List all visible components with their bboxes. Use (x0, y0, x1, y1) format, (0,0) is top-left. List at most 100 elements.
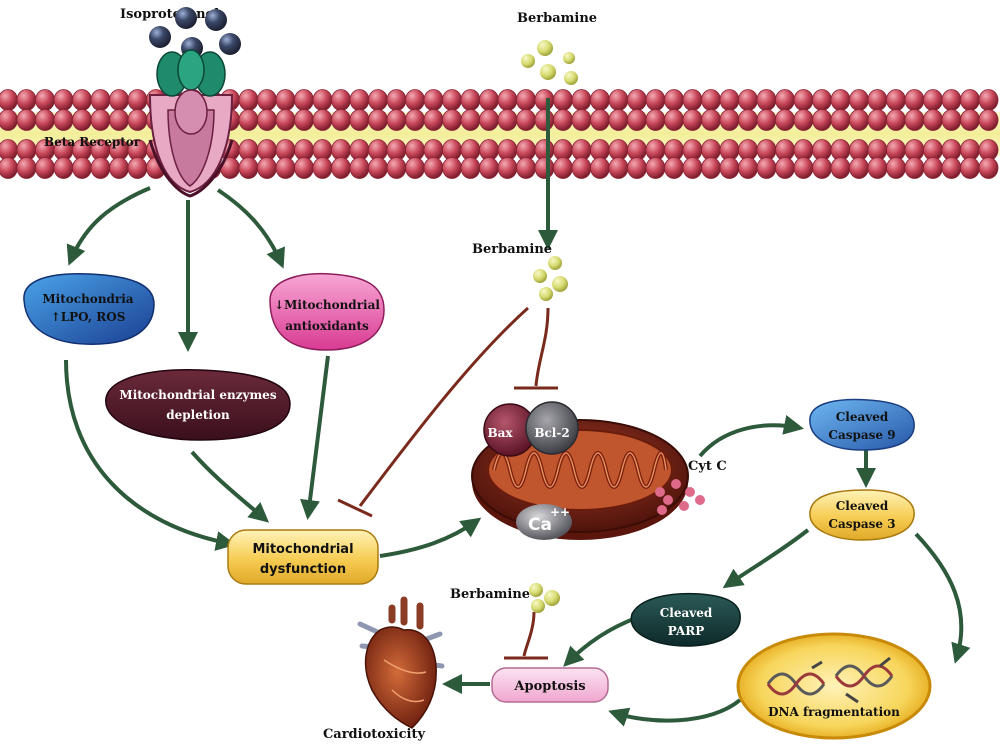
berbamine-top-label: Berbamine (517, 11, 597, 26)
berbamine-molecules-low (529, 583, 560, 613)
arrow-parp-to-apoptosis (563, 616, 637, 667)
arrow-antioxidants-to-dysfunction (300, 355, 330, 520)
membrane-head-bead (756, 89, 777, 111)
membrane-head-bead (349, 109, 370, 131)
membrane-head-bead (553, 89, 573, 111)
arrow-caspase3-to-parp (722, 528, 810, 589)
bax-label: Bax (487, 426, 513, 440)
membrane-head-bead (423, 89, 444, 111)
membrane-head-bead (645, 89, 666, 111)
membrane-head-bead (460, 89, 481, 111)
membrane-head-bead (627, 157, 647, 179)
membrane-head-bead (627, 109, 647, 131)
activation-arrows (64, 98, 971, 727)
membrane-head-bead (664, 109, 684, 131)
membrane-head-bead (423, 109, 444, 131)
membrane-head-bead (516, 89, 536, 111)
membrane-head-bead (0, 157, 18, 179)
berbamine-molecule-icon (521, 54, 535, 68)
membrane-head-bead (368, 89, 388, 111)
berbamine-mid-label: Berbamine (472, 242, 552, 257)
membrane-head-bead (978, 157, 999, 179)
svg-text:DNA fragmentation: DNA fragmentation (768, 705, 900, 719)
membrane-head-bead (701, 109, 721, 131)
membrane-head-bead (701, 157, 721, 179)
inhibit-line-dysfunction (358, 306, 530, 507)
membrane-head-bead (571, 109, 592, 131)
berbamine-molecule-icon (548, 256, 562, 270)
membrane-head-bead (553, 157, 573, 179)
membrane-head-bead (497, 89, 518, 111)
isoproterenol-molecule-icon (175, 7, 197, 29)
membrane-head-bead (53, 157, 74, 179)
membrane-head-bead (960, 109, 980, 131)
berbamine-molecule-icon (563, 52, 575, 64)
membrane-head-bead (812, 89, 832, 111)
membrane-head-bead (534, 89, 555, 111)
membrane-head-bead (109, 89, 129, 111)
membrane-head-bead (886, 89, 906, 111)
membrane-head-bead (405, 109, 425, 131)
berbamine-molecule-icon (564, 71, 578, 85)
membrane-head-bead (238, 89, 259, 111)
membrane-head-bead (442, 109, 462, 131)
membrane-head-bead (53, 89, 74, 111)
membrane-head-bead (442, 89, 462, 111)
berbamine-molecules-top (521, 40, 578, 85)
arrow-receptor-to-antioxidants (216, 188, 285, 269)
calcium-charge-label: ++ (550, 505, 570, 519)
membrane-head-bead (16, 109, 37, 131)
membrane-head-bead (534, 157, 555, 179)
berbamine-molecule-icon (537, 40, 553, 56)
membrane-head-bead (553, 109, 573, 131)
membrane-head-bead (590, 89, 610, 111)
membrane-head-bead (386, 89, 407, 111)
membrane-head-bead (349, 89, 370, 111)
membrane-head-bead (978, 109, 999, 131)
membrane-head-bead (460, 157, 481, 179)
berbamine-molecule-icon (529, 583, 543, 597)
bcl2-icon (525, 401, 579, 455)
membrane-head-bead (830, 89, 851, 111)
membrane-head-bead (590, 157, 610, 179)
berbamine-molecule-icon (539, 287, 553, 301)
membrane-head-bead (405, 157, 425, 179)
membrane-head-bead (978, 89, 999, 111)
svg-text:Cleaved: Cleaved (660, 606, 713, 620)
isoproterenol-molecule-icon (219, 33, 241, 55)
isoproterenol-label: Isoproterenol (120, 7, 219, 22)
node-dna-fragmentation: DNA fragmentation (736, 632, 932, 740)
membrane-head-bead (109, 109, 129, 131)
node-mitochondrial-dysfunction: Mitochondrial dysfunction (227, 529, 379, 585)
cyt-c-label: Cyt C (688, 459, 727, 474)
svg-text:↓Mitochondrial: ↓Mitochondrial (274, 298, 380, 312)
membrane-head-bead (349, 157, 370, 179)
membrane-head-bead (331, 109, 351, 131)
heart-icon (357, 596, 445, 729)
svg-text:Caspase 9: Caspase 9 (828, 428, 895, 442)
cardiotoxicity-label: Cardiotoxicity (323, 727, 426, 742)
membrane-head-bead (830, 109, 851, 131)
membrane-head-bead (275, 89, 296, 111)
cytochrome-c-molecules (655, 479, 705, 515)
membrane-head-bead (645, 109, 666, 131)
membrane-head-bead (923, 89, 943, 111)
membrane-head-bead (608, 89, 629, 111)
membrane-head-bead (479, 89, 499, 111)
membrane-head-bead (479, 109, 499, 131)
membrane-head-bead (960, 89, 980, 111)
membrane-head-bead (923, 157, 943, 179)
membrane-head-bead (682, 89, 703, 111)
membrane-head-bead (405, 89, 425, 111)
membrane-head-bead (867, 109, 888, 131)
membrane-head-bead (35, 89, 55, 111)
membrane-head-bead (331, 157, 351, 179)
node-cleaved-parp: Cleaved PARP (630, 592, 741, 647)
membrane-head-bead (479, 157, 499, 179)
membrane-head-bead (72, 109, 92, 131)
inhibit-line-bax (534, 307, 550, 387)
membrane-head-bead (516, 157, 536, 179)
bcl2-label: Bcl-2 (534, 426, 569, 440)
membrane-head-bead (738, 89, 758, 111)
arrow-lpo-to-dysfunction (64, 359, 236, 551)
